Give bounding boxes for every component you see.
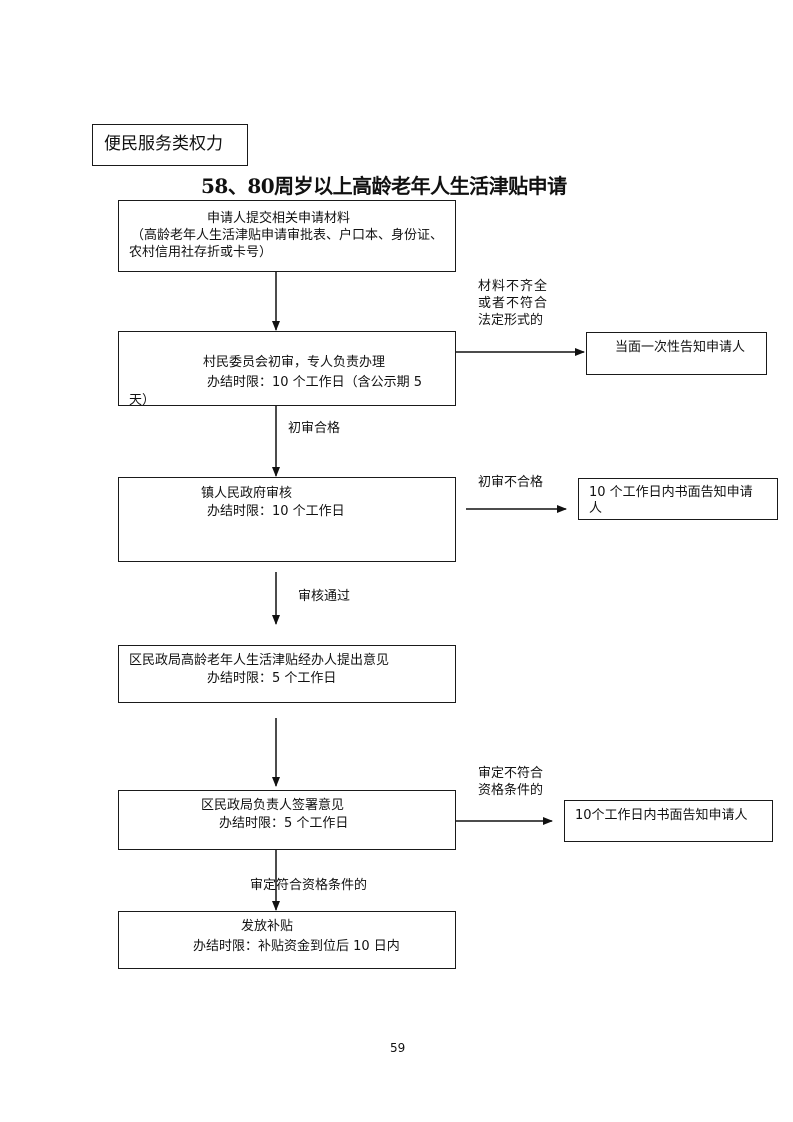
- step-text: 申请人提交相关申请材料: [207, 211, 351, 226]
- step-box-town-review: 镇人民政府审核 办结时限：10 个工作日: [118, 477, 456, 562]
- branch-result-text: 人: [589, 501, 603, 516]
- branch-result-box: 10 个工作日内书面告知申请 人: [578, 478, 778, 520]
- step-text: 办结时限：补贴资金到位后 10 日内: [193, 939, 400, 954]
- step-text: 天）: [129, 393, 156, 406]
- branch-result-text: 当面一次性告知申请人: [615, 340, 746, 355]
- step-text: 办结时限：5 个工作日: [219, 816, 349, 831]
- step-text: 区民政局负责人签署意见: [201, 798, 345, 813]
- step-text: 镇人民政府审核: [201, 486, 293, 501]
- branch-condition: 审定不符合: [478, 766, 544, 781]
- branch-result-box: 当面一次性告知申请人: [586, 332, 767, 375]
- page-title: 58、80周岁以上高龄老年人生活津贴申请: [201, 174, 567, 198]
- step-text: 办结时限：5 个工作日: [207, 671, 337, 686]
- branch-result-box: 10个工作日内书面告知申请人: [564, 800, 773, 842]
- step-text: 村民委员会初审，专人负责办理: [203, 355, 386, 370]
- step-box-apply: 申请人提交相关申请材料 （高龄老年人生活津贴申请审批表、户口本、身份证、 农村信…: [118, 200, 456, 272]
- step-box-district-head: 区民政局负责人签署意见 办结时限：5 个工作日: [118, 790, 456, 850]
- step-text: 区民政局高龄老年人生活津贴经办人提出意见: [129, 653, 390, 668]
- step-text: 发放补贴: [241, 919, 294, 934]
- page-number: 59: [390, 1041, 406, 1055]
- category-box: 便民服务类权力: [92, 124, 248, 166]
- step-text: 办结时限：10 个工作日（含公示期 5: [207, 375, 423, 390]
- step-box-payment: 发放补贴 办结时限：补贴资金到位后 10 日内: [118, 911, 456, 969]
- category-label: 便民服务类权力: [104, 134, 223, 154]
- transition-label: 初审合格: [288, 421, 341, 436]
- branch-condition: 初审不合格: [478, 475, 544, 490]
- branch-condition: 法定形式的: [478, 313, 544, 328]
- transition-label: 审定符合资格条件的: [250, 878, 368, 893]
- step-text: 办结时限：10 个工作日: [207, 504, 345, 519]
- branch-condition: 资格条件的: [478, 783, 544, 798]
- step-text: 农村信用社存折或卡号）: [129, 245, 273, 260]
- branch-condition: 或者不符合: [478, 296, 549, 311]
- step-box-district-handler: 区民政局高龄老年人生活津贴经办人提出意见 办结时限：5 个工作日: [118, 645, 456, 703]
- transition-label: 审核通过: [298, 589, 351, 604]
- branch-condition: 材料不齐全: [478, 279, 549, 294]
- step-text: （高龄老年人生活津贴申请审批表、户口本、身份证、: [131, 228, 444, 243]
- branch-result-text: 10 个工作日内书面告知申请: [589, 485, 753, 500]
- branch-result-text: 10个工作日内书面告知申请人: [575, 808, 748, 823]
- step-box-village-review: 村民委员会初审，专人负责办理 办结时限：10 个工作日（含公示期 5 天）: [118, 331, 456, 406]
